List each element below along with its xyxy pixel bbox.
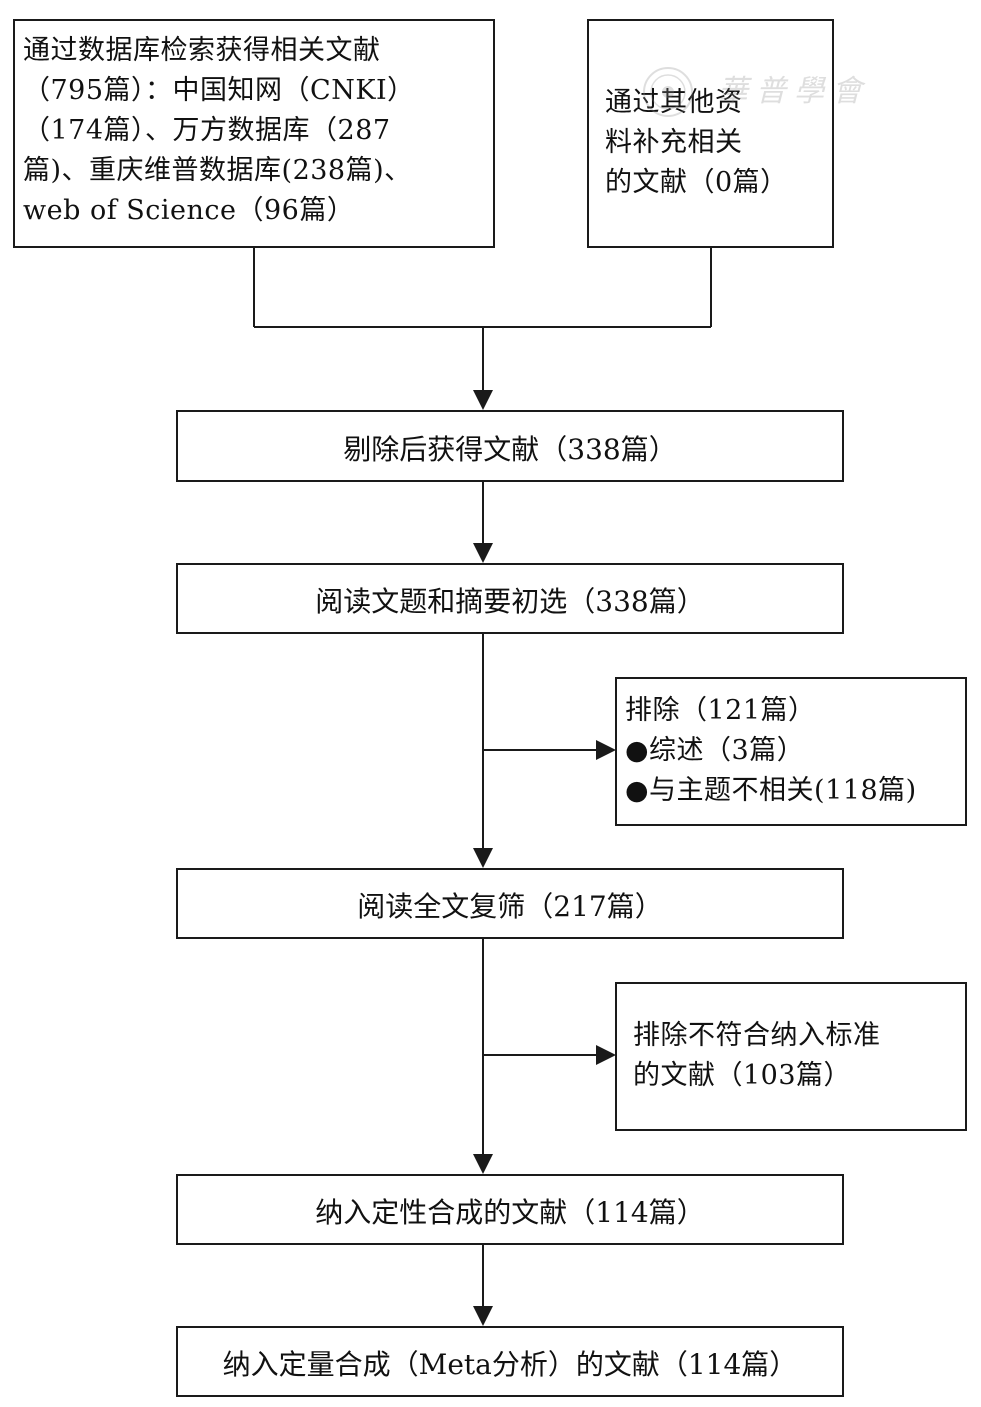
- qualitative-synthesis-label: 纳入定性合成的文献（114篇）: [315, 1196, 705, 1229]
- qualitative-synthesis-box: 纳入定性合成的文献（114篇）: [176, 1174, 844, 1245]
- after-dedup-box: 剔除后获得文献（338篇）: [176, 410, 844, 482]
- exclusion-2-box: 排除不符合纳入标准 的文献（103篇）: [615, 982, 967, 1131]
- database-search-line-2: （795篇）：中国知网（CNKI）: [23, 75, 415, 106]
- exclusion-1-line-3: ●与主题不相关(118篇): [625, 775, 917, 806]
- database-search-box: 通过数据库检索获得相关文献 （795篇）：中国知网（CNKI） （174篇）、万…: [13, 19, 495, 248]
- database-search-line-5: web of Science（96篇）: [23, 195, 355, 226]
- arrowheads: [473, 327, 616, 1326]
- database-search-line-4: 篇)、重庆维普数据库(238篇)、: [23, 155, 412, 186]
- quantitative-synthesis-box: 纳入定量合成（Meta分析）的文献（114篇）: [176, 1326, 844, 1397]
- watermark-text: 華普學會: [718, 74, 870, 109]
- database-search-line-1: 通过数据库检索获得相关文献: [23, 35, 381, 66]
- exclusion-2-line-1: 排除不符合纳入标准: [633, 1020, 881, 1051]
- fulltext-box: 阅读全文复筛（217篇）: [176, 868, 844, 939]
- database-search-line-3: （174篇）、万方数据库（287: [23, 115, 391, 146]
- other-sources-line-1: 通过其他资: [605, 87, 743, 118]
- watermark-seal-icon: [643, 67, 693, 117]
- quantitative-synthesis-label: 纳入定量合成（Meta分析）的文献（114篇）: [222, 1348, 798, 1381]
- exclusion-1-line-1: 排除（121篇）: [625, 695, 816, 726]
- after-dedup-label: 剔除后获得文献（338篇）: [343, 433, 677, 466]
- fulltext-label: 阅读全文复筛（217篇）: [357, 890, 663, 923]
- other-sources-box: 通过其他资 料补充相关 的文献（0篇）: [587, 19, 834, 248]
- title-abstract-box: 阅读文题和摘要初选（338篇）: [176, 563, 844, 634]
- other-sources-line-3: 的文献（0篇）: [605, 167, 788, 198]
- other-sources-line-2: 料补充相关: [605, 127, 743, 158]
- exclusion-1-line-2: ●综述（3篇）: [625, 735, 805, 766]
- exclusion-2-line-2: 的文献（103篇）: [633, 1060, 852, 1091]
- title-abstract-label: 阅读文题和摘要初选（338篇）: [315, 585, 705, 618]
- exclusion-1-box: 排除（121篇） ●综述（3篇） ●与主题不相关(118篇): [615, 677, 967, 826]
- watermark-logo: 華普學會: [638, 62, 938, 122]
